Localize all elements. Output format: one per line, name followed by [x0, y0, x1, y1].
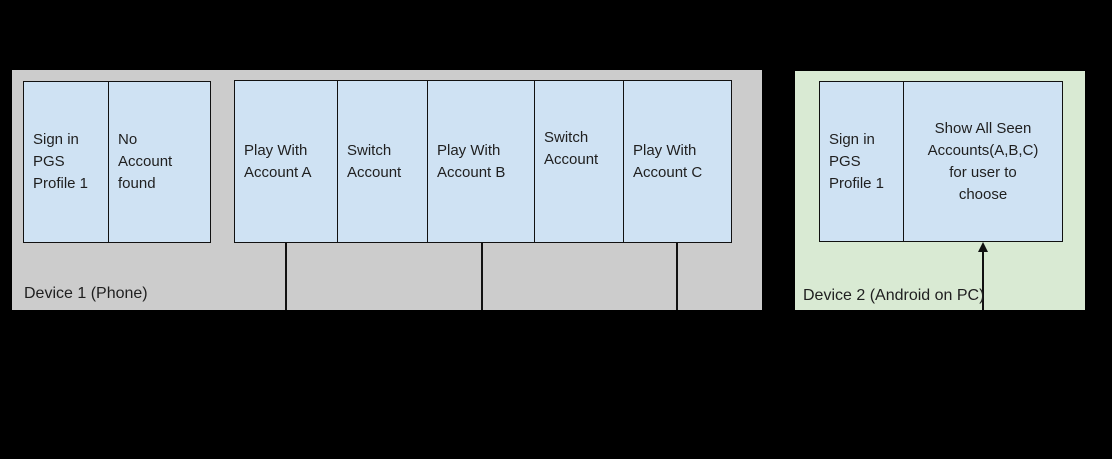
box-sign-in-pgs-profile-1-device2-label: Sign in PGS Profile 1: [829, 130, 885, 192]
box-no-account-found: No Account found: [108, 81, 211, 243]
arrowhead-up-icon: [978, 242, 988, 252]
box-play-with-account-c-label: Play With Account C: [633, 141, 703, 181]
device1-panel: Sign in PGS Profile 1 No Account found P…: [12, 70, 762, 310]
box-sign-in-pgs-profile-1-label: Sign in PGS Profile 1: [33, 131, 89, 192]
box-sign-in-pgs-profile-1-device2: Sign in PGS Profile 1: [819, 81, 904, 242]
box-sign-in-pgs-profile-1: Sign in PGS Profile 1: [23, 81, 109, 243]
device2-label: Device 2 (Android on PC): [803, 287, 985, 304]
box-play-with-account-b: Play With Account B: [427, 80, 535, 243]
connector-account-a: [285, 243, 287, 310]
device1-label: Device 1 (Phone): [24, 285, 148, 302]
arrow-line-to-show-accounts: [982, 251, 984, 310]
box-play-with-account-c: Play With Account C: [623, 80, 732, 243]
box-switch-account-1-label: Switch Account: [347, 141, 402, 181]
device2-panel: Sign in PGS Profile 1 Show All Seen Acco…: [795, 71, 1085, 310]
box-no-account-found-label: No Account found: [118, 131, 173, 192]
box-switch-account-2-label: Switch Account: [544, 128, 599, 168]
box-switch-account-2: Switch Account: [534, 80, 624, 243]
box-play-with-account-b-label: Play With Account B: [437, 141, 506, 181]
box-show-all-seen-accounts: Show All Seen Accounts(A,B,C) for user t…: [903, 81, 1063, 242]
box-play-with-account-a: Play With Account A: [234, 80, 338, 243]
connector-account-b: [481, 243, 483, 310]
connector-account-c: [676, 243, 678, 310]
box-switch-account-1: Switch Account: [337, 80, 428, 243]
box-show-all-seen-accounts-label: Show All Seen Accounts(A,B,C) for user t…: [927, 119, 1039, 203]
box-play-with-account-a-label: Play With Account A: [244, 141, 312, 181]
